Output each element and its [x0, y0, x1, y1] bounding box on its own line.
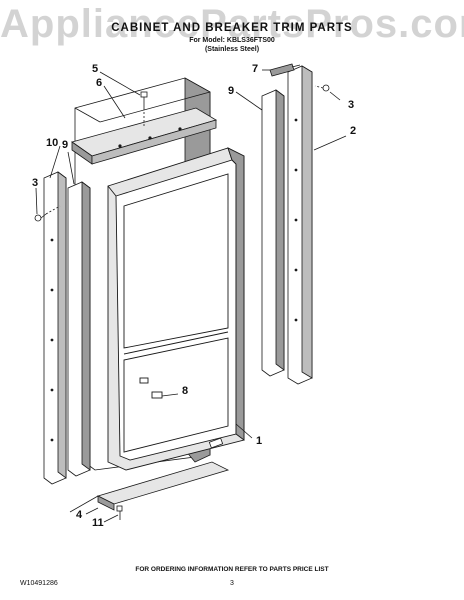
small-screw-bottom: [208, 437, 224, 449]
bottom-trim-part-4: [69, 461, 230, 513]
callout-6: 6: [96, 77, 102, 89]
callout-8: 8: [182, 385, 188, 397]
callout-3-right: 3: [348, 99, 354, 111]
screw-part-5: [140, 91, 148, 128]
document-number: W10491286: [20, 580, 58, 587]
left-inner-trim-part-9: [67, 181, 91, 477]
callout-4: 4: [76, 509, 83, 521]
right-outer-trim-part-2: [287, 65, 313, 385]
callout-1: 1: [256, 435, 262, 447]
breaker-frame-part-1: [107, 147, 245, 471]
screw-part-7: [269, 63, 301, 77]
diagram-title: CABINET AND BREAKER TRIM PARTS: [111, 22, 353, 34]
screw-part-3-right: [314, 84, 330, 92]
callout-9-left: 9: [62, 139, 68, 151]
callout-5: 5: [92, 63, 98, 75]
screw-part-3-left: [34, 205, 61, 222]
screw-part-11: [116, 505, 123, 520]
callout-3-left: 3: [32, 177, 38, 189]
callout-10: 10: [46, 137, 58, 149]
right-inner-trim-part-9: [261, 89, 285, 377]
leader-lines: [35, 69, 347, 523]
left-outer-trim-part-10: [43, 171, 67, 485]
ordering-instructions: FOR ORDERING INFORMATION REFER TO PARTS …: [135, 566, 329, 573]
callout-9-right: 9: [228, 85, 234, 97]
callout-11: 11: [92, 517, 104, 529]
callout-2: 2: [350, 125, 356, 137]
callout-7: 7: [252, 63, 258, 75]
finish-line: (Stainless Steel): [204, 46, 260, 53]
model-line: For Model: KBLS36FTS00: [189, 37, 275, 44]
page-number: 3: [230, 580, 234, 587]
top-trim-part-6: [71, 107, 217, 165]
